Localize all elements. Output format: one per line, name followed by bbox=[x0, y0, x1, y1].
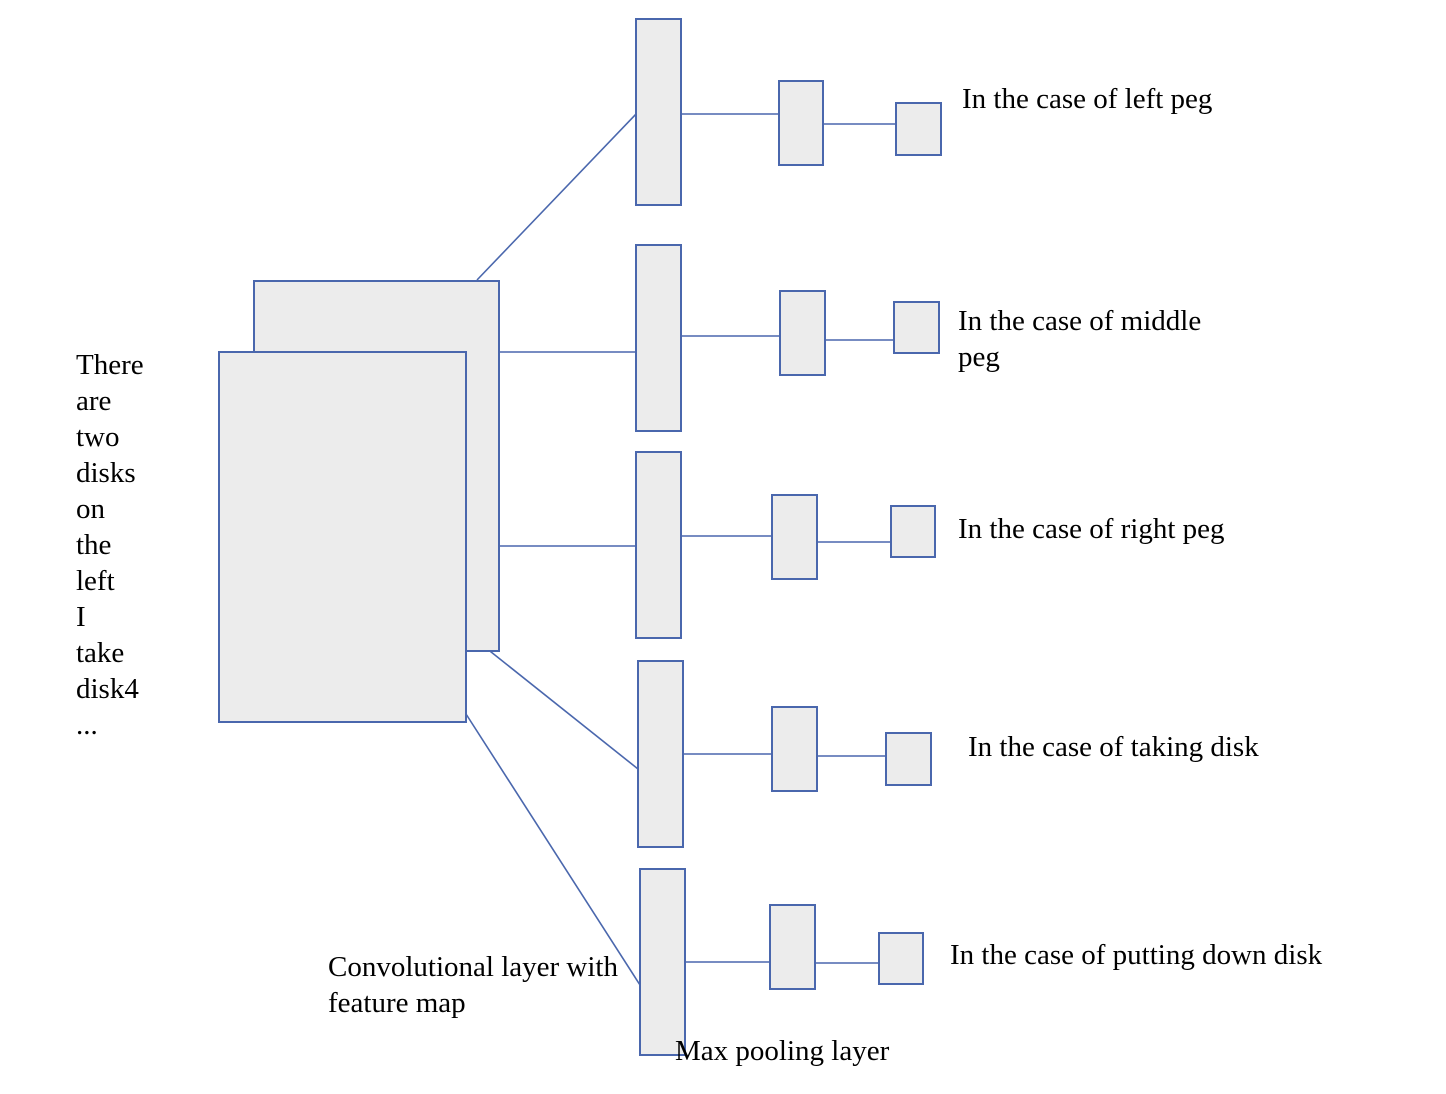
conv-column bbox=[639, 868, 686, 1056]
input-word: take bbox=[76, 637, 124, 669]
conv-column bbox=[635, 18, 682, 206]
input-word: the bbox=[76, 529, 111, 561]
output-box bbox=[890, 505, 936, 558]
pool-box bbox=[778, 80, 824, 166]
case-label: In the case of right peg bbox=[958, 513, 1225, 545]
connector-line bbox=[476, 112, 638, 281]
output-box bbox=[895, 102, 942, 156]
conv-column bbox=[637, 660, 684, 848]
input-word: I bbox=[76, 601, 86, 633]
output-box bbox=[885, 732, 932, 786]
input-word: There bbox=[76, 349, 144, 381]
pool-box bbox=[771, 706, 818, 792]
pool-box bbox=[779, 290, 826, 376]
input-word: disks bbox=[76, 457, 136, 489]
input-word: two bbox=[76, 421, 120, 453]
input-word: ... bbox=[76, 709, 98, 741]
connector-line bbox=[465, 631, 639, 770]
output-box bbox=[878, 932, 924, 985]
case-label: In the case of taking disk bbox=[968, 731, 1259, 763]
connector-line bbox=[465, 713, 641, 986]
input-map-front bbox=[218, 351, 467, 723]
pool-layer-label: Max pooling layer bbox=[675, 1035, 890, 1067]
input-word: disk4 bbox=[76, 673, 139, 705]
conv-layer-label: Convolutional layer with feature map bbox=[328, 951, 625, 1019]
input-word: are bbox=[76, 385, 111, 417]
input-word: left bbox=[76, 565, 115, 597]
input-text: There are two disks on the left I take d… bbox=[76, 349, 151, 741]
case-label: In the case of middle peg bbox=[958, 305, 1208, 373]
conv-column bbox=[635, 451, 682, 639]
case-label: In the case of putting down disk bbox=[950, 939, 1323, 971]
input-word: on bbox=[76, 493, 106, 525]
pool-box bbox=[769, 904, 816, 990]
pool-box bbox=[771, 494, 818, 580]
output-box bbox=[893, 301, 940, 354]
case-label: In the case of left peg bbox=[962, 83, 1212, 115]
conv-column bbox=[635, 244, 682, 432]
